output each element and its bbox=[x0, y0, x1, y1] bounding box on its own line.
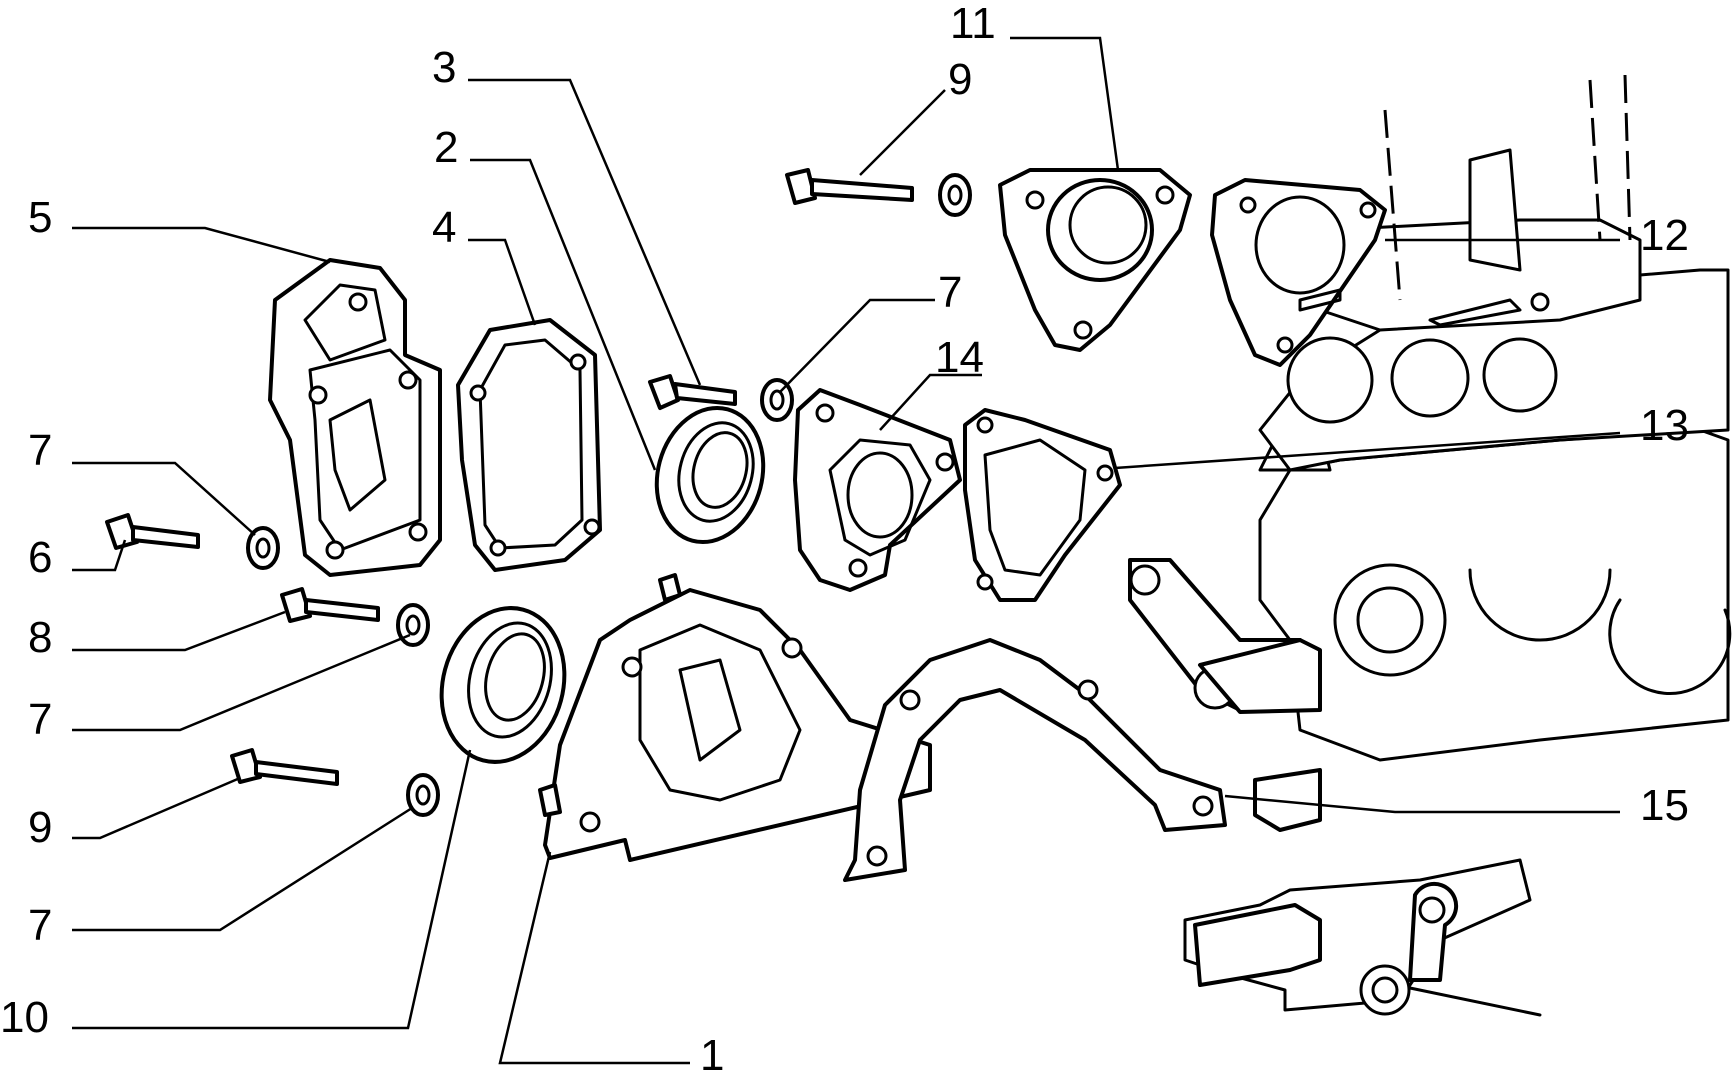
part-4-gasket bbox=[456, 318, 602, 572]
left-bolts bbox=[105, 513, 380, 786]
callout-3: 3 bbox=[432, 43, 456, 92]
callout-14: 14 bbox=[935, 333, 984, 382]
part-15-gasket bbox=[843, 638, 1227, 882]
washers bbox=[246, 173, 972, 817]
callout-12: 12 bbox=[1640, 211, 1689, 260]
callout-8: 8 bbox=[28, 613, 52, 662]
callout-4: 4 bbox=[432, 203, 456, 252]
callout-9-top: 9 bbox=[948, 55, 972, 104]
part-11-cover bbox=[998, 168, 1192, 352]
callout-11: 11 bbox=[950, 0, 996, 48]
part-5-front-cover bbox=[268, 258, 442, 577]
callout-7-left-middle: 7 bbox=[28, 695, 52, 744]
part-14-cover bbox=[793, 388, 962, 592]
part-13-gasket bbox=[963, 408, 1122, 602]
part-12-gasket bbox=[1210, 178, 1387, 367]
part-10-seal-ring bbox=[439, 606, 567, 764]
part-9-bolt-top bbox=[785, 168, 914, 205]
callout-1: 1 bbox=[700, 1031, 724, 1072]
callout-2: 2 bbox=[434, 123, 458, 172]
callout-labels: 1 2 3 4 5 6 7 7 7 7 8 9 9 10 11 12 13 14… bbox=[0, 0, 1689, 1072]
callout-5: 5 bbox=[28, 193, 52, 242]
leader-lines bbox=[72, 36, 1621, 1065]
part-2-seal-ring bbox=[654, 405, 766, 545]
callout-9-left: 9 bbox=[28, 803, 52, 852]
callout-7-top: 7 bbox=[938, 268, 962, 317]
callout-6: 6 bbox=[28, 533, 52, 582]
callout-13: 13 bbox=[1640, 401, 1689, 450]
callout-10: 10 bbox=[0, 993, 49, 1042]
callout-15: 15 bbox=[1640, 781, 1689, 830]
part-1-rear-cover bbox=[538, 573, 932, 862]
callout-7-left-upper: 7 bbox=[28, 426, 52, 475]
part-3-bolt bbox=[648, 374, 737, 410]
callout-7-left-lower: 7 bbox=[28, 901, 52, 950]
